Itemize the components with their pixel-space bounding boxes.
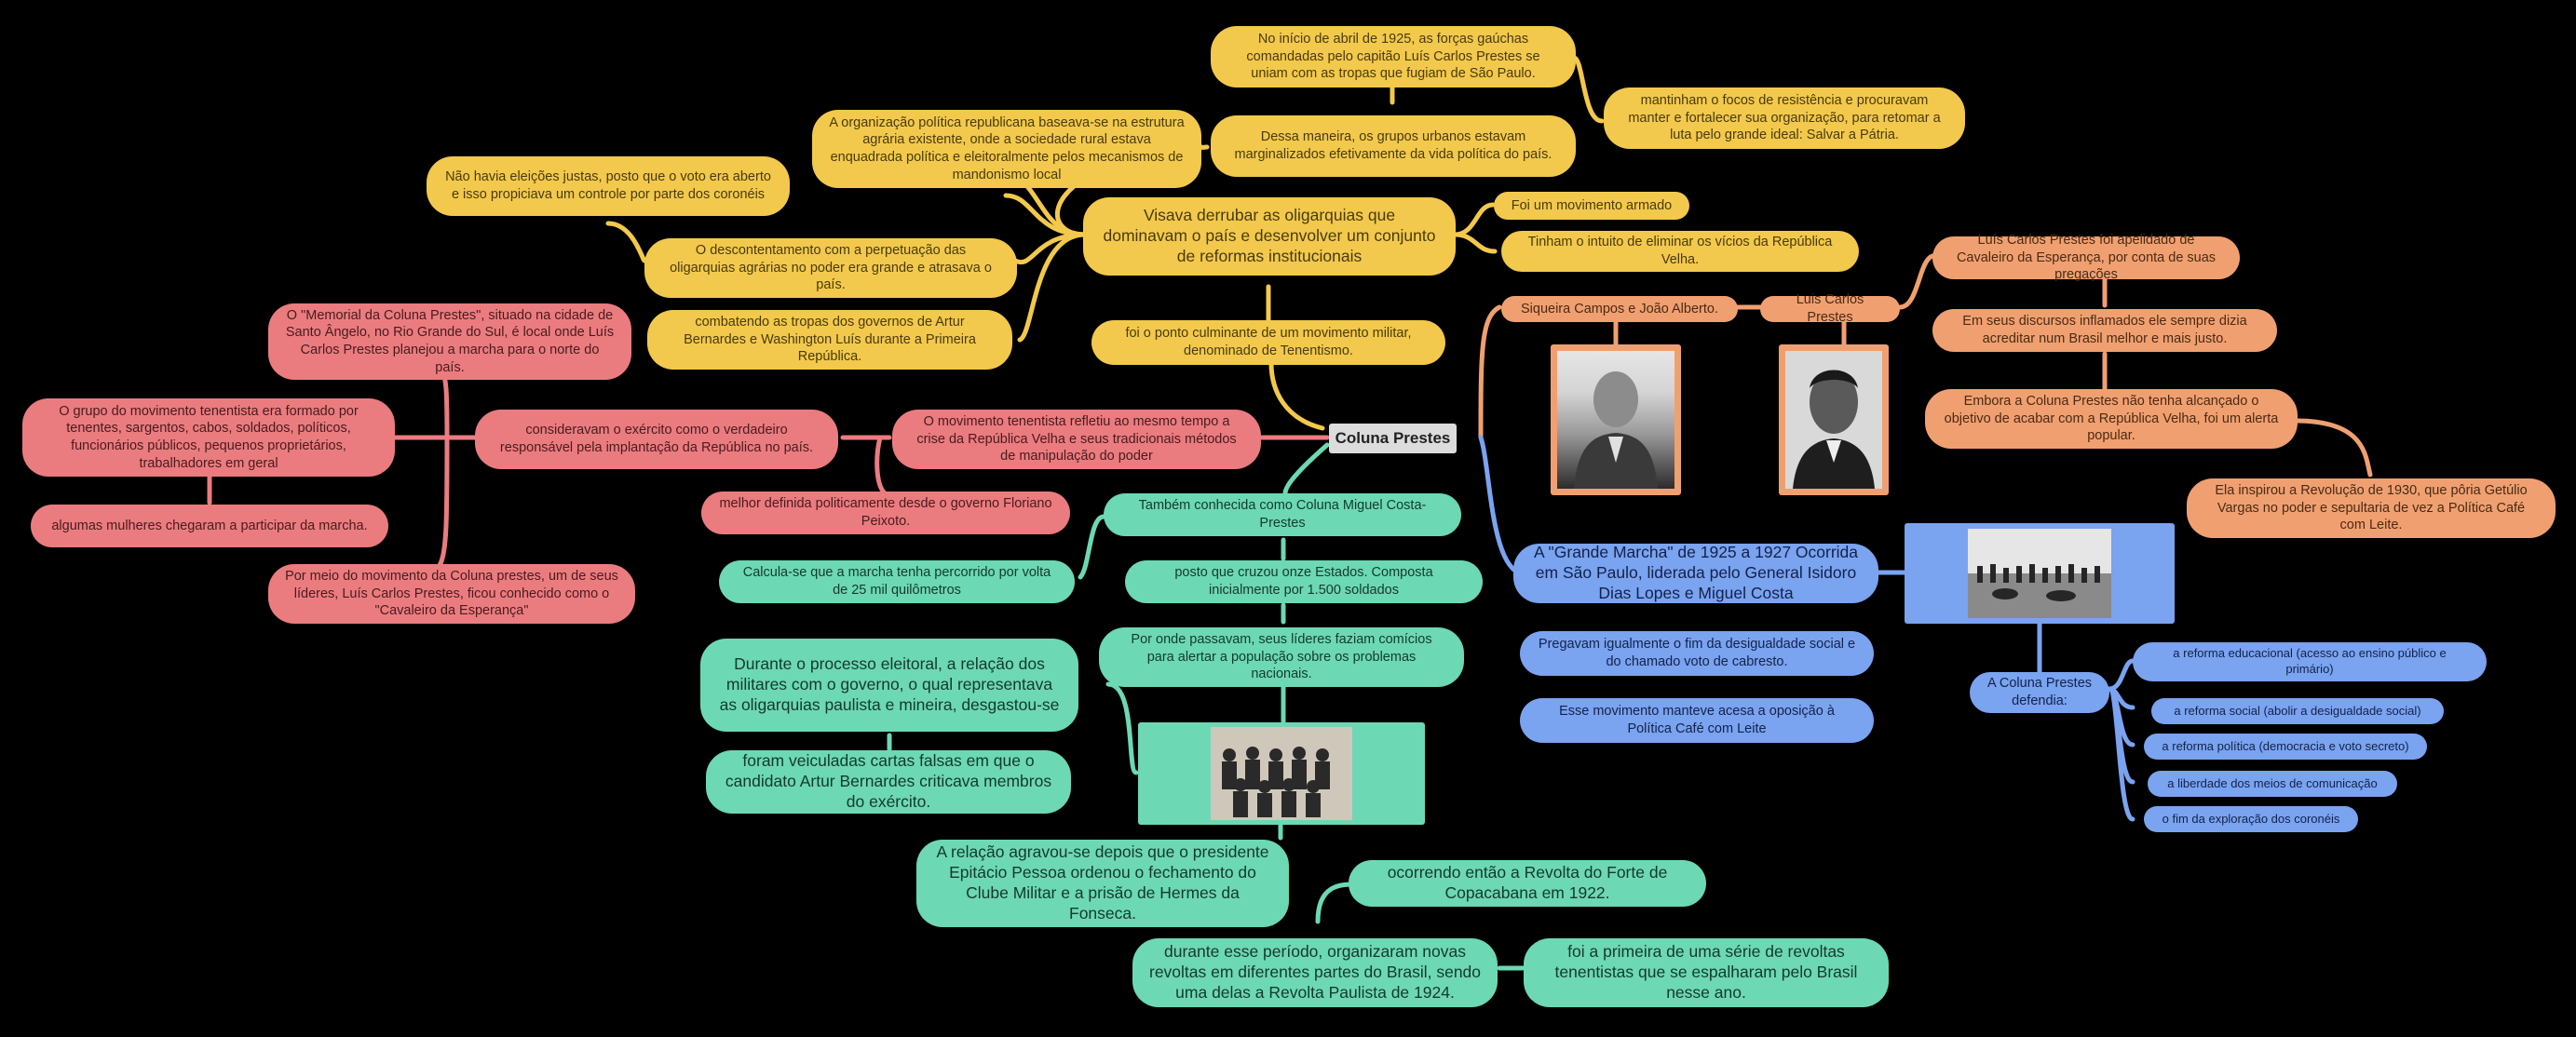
node-luis-carlos-prestes[interactable]: Luis Carlos Prestes: [1760, 296, 1900, 322]
node-combatendo-tropas[interactable]: combatendo as tropas dos governos de Art…: [647, 310, 1012, 370]
node-coluna-prestes-defendia[interactable]: A Coluna Prestes defendia:: [1970, 672, 2109, 713]
portrait-photo: [1785, 351, 1882, 489]
node-epitacio-pessoa[interactable]: A relação agravou-se depois que o presid…: [916, 840, 1289, 927]
node-oposicao-cafe-com-leite[interactable]: Esse movimento manteve acesa a oposição …: [1520, 698, 1874, 743]
node-onze-estados[interactable]: posto que cruzou onze Estados. Composta …: [1125, 560, 1483, 603]
photo-frame-grupo-tenentes: [1138, 722, 1425, 825]
node-alerta-popular[interactable]: Embora a Coluna Prestes não tenha alcanç…: [1925, 389, 2298, 449]
node-cavaleiro-esperanca[interactable]: Luís Carlos Prestes foi apelidado de Cav…: [1932, 236, 2240, 279]
node-coluna-miguel-costa-prestes[interactable]: Também conhecida como Coluna Miguel Cost…: [1104, 493, 1461, 536]
node-primeira-serie-revoltas[interactable]: foi a primeira de uma série de revoltas …: [1524, 938, 1889, 1007]
node-derrubar-oligarquias[interactable]: Visava derrubar as oligarquias que domin…: [1083, 197, 1456, 276]
node-reforma-educacional[interactable]: a reforma educacional (acesso ao ensino …: [2133, 642, 2487, 681]
node-discursos-inflamados[interactable]: Em seus discursos inflamados ele sempre …: [1932, 309, 2277, 352]
node-descontentamento-oligarquias[interactable]: O descontentamento com a perpetuação das…: [644, 238, 1017, 298]
node-grupos-urbanos-marginalizados[interactable]: Dessa maneira, os grupos urbanos estavam…: [1211, 115, 1576, 177]
node-comicios[interactable]: Por onde passavam, seus líderes faziam c…: [1099, 627, 1464, 687]
node-liberdade-meios-comunicacao[interactable]: a liberdade dos meios de comunicação: [2148, 771, 2397, 797]
node-movimento-tenentista-refletiu[interactable]: O movimento tenentista refletiu ao mesmo…: [892, 410, 1261, 469]
march-photo: [1968, 529, 2111, 618]
node-siqueira-campos-joao-alberto[interactable]: Siqueira Campos e João Alberto.: [1501, 296, 1738, 322]
node-ponto-culminante-tenentismo[interactable]: foi o ponto culminante de um movimento m…: [1091, 320, 1445, 365]
node-grande-marcha[interactable]: A "Grande Marcha" de 1925 a 1927 Ocorrid…: [1513, 544, 1878, 603]
node-eliminar-vicios[interactable]: Tinham o intuito de eliminar os vícios d…: [1501, 231, 1859, 272]
photo-frame-grande-marcha: [1905, 523, 2175, 624]
node-cavaleiro-esperanca-lider[interactable]: Por meio do movimento da Coluna prestes,…: [268, 564, 635, 624]
node-processo-eleitoral[interactable]: Durante o processo eleitoral, a relação …: [700, 639, 1078, 732]
photo-frame-siqueira-campos: [1551, 344, 1681, 495]
node-desigualdade-voto-cabresto[interactable]: Pregavam igualmente o fim da desigualdad…: [1520, 631, 1874, 676]
node-reforma-politica[interactable]: a reforma política (democracia e voto se…: [2144, 734, 2427, 760]
node-reforma-social[interactable]: a reforma social (abolir a desigualdade …: [2151, 698, 2444, 724]
group-photo: [1211, 727, 1352, 820]
node-memorial-coluna-prestes[interactable]: O "Memorial da Coluna Prestes", situado …: [268, 303, 631, 380]
portrait-photo: [1557, 351, 1674, 489]
node-cartas-falsas[interactable]: foram veiculadas cartas falsas em que o …: [706, 750, 1071, 814]
photo-frame-luis-carlos-prestes: [1779, 344, 1889, 495]
node-movimento-armado[interactable]: Foi um movimento armado: [1494, 192, 1689, 220]
node-revolta-paulista-1924[interactable]: durante esse período, organizaram novas …: [1132, 938, 1498, 1007]
node-forte-copacabana[interactable]: ocorrendo então a Revolta do Forte de Co…: [1349, 860, 1706, 907]
node-exercito-responsavel[interactable]: consideravam o exército como o verdadeir…: [475, 410, 838, 469]
node-revolucao-1930[interactable]: Ela inspirou a Revolução de 1930, que pô…: [2187, 478, 2556, 538]
node-eleicoes-injustas[interactable]: Não havia eleições justas, posto que o v…: [427, 156, 790, 216]
node-inicio-abril-1925[interactable]: No início de abril de 1925, as forças ga…: [1211, 26, 1576, 88]
root-node[interactable]: Coluna Prestes: [1329, 424, 1457, 453]
node-mantinham-focos-resistencia[interactable]: mantinham o focos de resistência e procu…: [1604, 88, 1965, 149]
node-mulheres-marcha[interactable]: algumas mulheres chegaram a participar d…: [31, 505, 388, 547]
node-fim-exploracao-coroneis[interactable]: o fim da exploração dos coronéis: [2144, 806, 2358, 832]
node-grupo-movimento-tenentista[interactable]: O grupo do movimento tenentista era form…: [22, 398, 395, 477]
node-25-mil-quilometros[interactable]: Calcula-se que a marcha tenha percorrido…: [719, 560, 1075, 603]
node-organizacao-politica-republicana[interactable]: A organização política republicana basea…: [812, 110, 1201, 188]
node-floriano-peixoto[interactable]: melhor definida politicamente desde o go…: [701, 492, 1070, 534]
